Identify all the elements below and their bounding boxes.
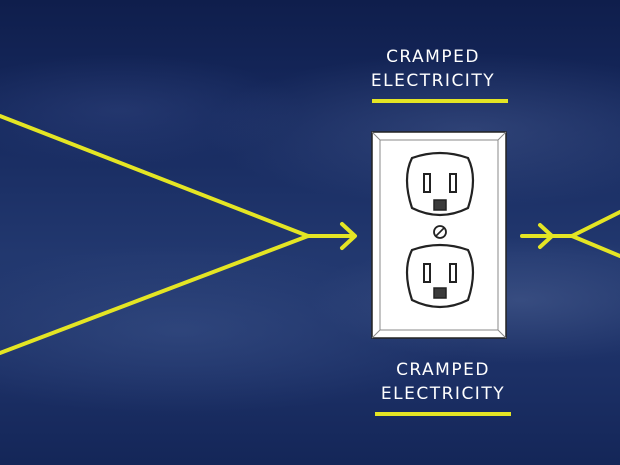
- caption-top-line2: ELECTRICITY: [370, 71, 496, 91]
- caption-bottom-line2: ELECTRICITY: [380, 384, 506, 404]
- caption-top-line1: CRAMPED: [386, 47, 480, 67]
- upper-receptacle: [405, 151, 475, 217]
- arrow-right-icon: [340, 222, 357, 250]
- outlet-plate-drawing: [371, 131, 507, 339]
- caption-bottom-line1: CRAMPED: [396, 360, 490, 380]
- caption-top: CRAMPED ELECTRICITY: [348, 45, 518, 93]
- caption-top-underline: [372, 99, 508, 103]
- arrow-right-icon: [538, 223, 554, 249]
- input-line-upper: [0, 114, 310, 238]
- input-line-lower: [0, 234, 310, 355]
- output-line-lower: [570, 234, 620, 258]
- duplex-outlet-icon: [370, 130, 510, 340]
- output-line-upper: [570, 210, 620, 238]
- lower-receptacle: [405, 243, 475, 309]
- caption-bottom-underline: [375, 412, 511, 416]
- caption-bottom: CRAMPED ELECTRICITY: [358, 358, 528, 406]
- plate-screw-icon: [433, 225, 447, 239]
- outlet-plate-bevel: [379, 139, 499, 331]
